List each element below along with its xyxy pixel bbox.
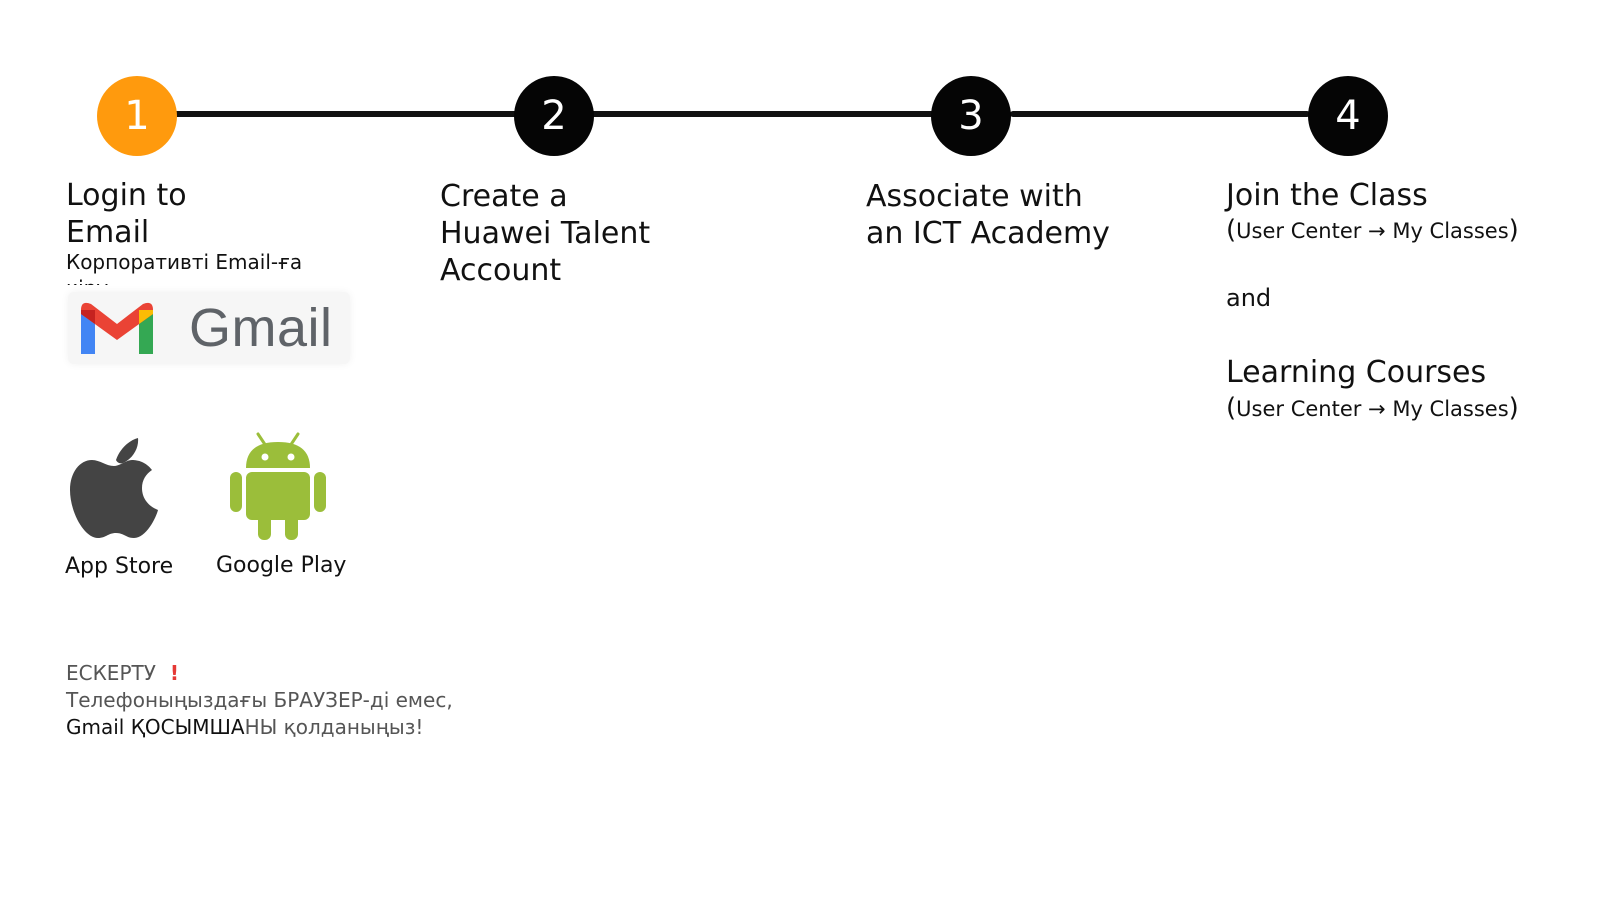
apple-icon[interactable]: [70, 434, 160, 542]
step-4-circle: 4: [1308, 76, 1388, 156]
warning-heading: ЕСКЕРТУ: [66, 661, 156, 685]
step-2-title-line-2: Huawei Talent: [440, 216, 651, 251]
gmail-badge[interactable]: Gmail: [68, 292, 350, 364]
paren-close: ): [1508, 215, 1519, 245]
step-3-title-line-2: an ICT Academy: [866, 216, 1110, 251]
step-4-title: Join the Class: [1226, 178, 1428, 213]
step-4-title2: Learning Courses: [1226, 355, 1487, 390]
step-1-subtitle: Корпоративті Email-ға кіру: [66, 250, 303, 285]
gmail-wordmark: Gmail: [189, 298, 333, 358]
step-3-circle: 3: [931, 76, 1011, 156]
progress-line-2-3: [590, 111, 940, 117]
step-1-title-line-2: Email: [66, 215, 150, 250]
step-4-path: (User Center → My Classes): [1226, 217, 1519, 244]
progress-line-3-4: [1010, 111, 1310, 117]
step-2-title-line-3: Account: [440, 253, 562, 288]
step-3-title: Associate with an ICT Academy: [866, 178, 1110, 252]
step-4-path2-text: User Center → My Classes: [1236, 397, 1509, 421]
step-1-title-line-1: Login to: [66, 178, 187, 213]
step-4-path-text: User Center → My Classes: [1236, 219, 1509, 243]
step-4-path2: (User Center → My Classes): [1226, 395, 1519, 422]
warning-heading-row: ЕСКЕРТУ!: [66, 660, 453, 687]
warning-note: ЕСКЕРТУ! Телефоныңыздағы БРАУЗЕР-ді емес…: [66, 660, 453, 741]
gmail-logo-icon: [81, 302, 153, 354]
warning-line-2-rest: НЫ қолданыңыз!: [244, 715, 424, 739]
exclamation-icon: !: [169, 661, 180, 685]
warning-line-2: Gmail ҚОСЫМШАНЫ қолданыңыз!: [66, 714, 453, 741]
warning-line-2-strong: Gmail ҚОСЫМША: [66, 715, 245, 739]
paren-open-2: (: [1226, 393, 1237, 423]
app-store-label[interactable]: App Store: [65, 554, 174, 579]
paren-open: (: [1226, 215, 1237, 245]
step-1-title: Login to Email: [66, 177, 187, 251]
android-icon[interactable]: [228, 430, 328, 542]
step-4-and: and: [1226, 284, 1272, 312]
step-3-title-line-1: Associate with: [866, 179, 1083, 214]
step-2-title: Create a Huawei Talent Account: [440, 178, 650, 289]
progress-line-1-2: [170, 111, 520, 117]
step-2-title-line-1: Create a: [440, 179, 568, 214]
paren-close-2: ): [1508, 393, 1519, 423]
step-1-circle: 1: [97, 76, 177, 156]
step-2-circle: 2: [514, 76, 594, 156]
google-play-label[interactable]: Google Play: [216, 553, 347, 578]
warning-line-1: Телефоныңыздағы БРАУЗЕР-ді емес,: [66, 688, 453, 712]
